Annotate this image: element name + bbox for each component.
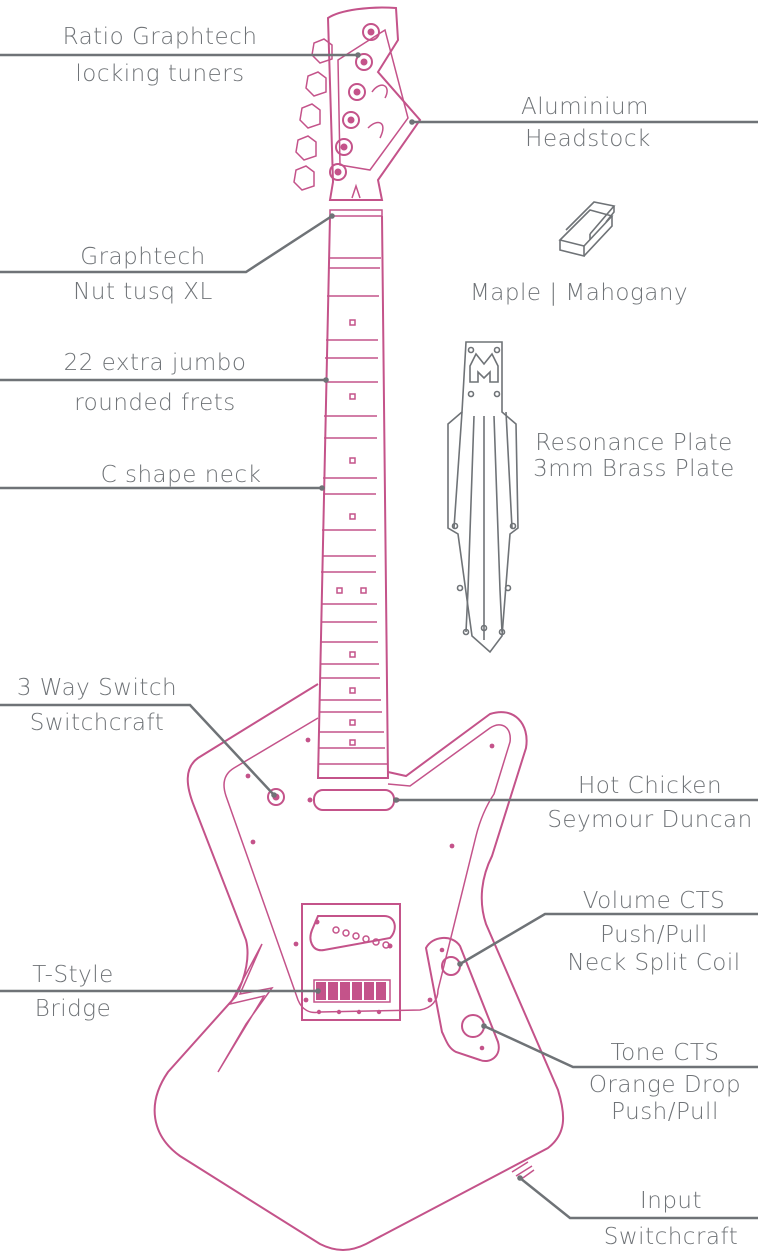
leader-lines	[0, 52, 758, 1220]
leader-tone	[483, 1024, 758, 1069]
guitar-illustration	[153, 6, 565, 1251]
switch-label-line1: 3 Way Switch	[17, 675, 177, 701]
resonance-label-line1: Resonance Plate	[535, 430, 733, 456]
neck	[316, 215, 390, 779]
nut	[329, 209, 383, 217]
wood-label: Maple | Mahogany	[470, 280, 688, 306]
leader-volume	[459, 912, 758, 966]
headstock-label-line2: Headstock	[525, 126, 651, 152]
bridge-label-line2: Bridge	[35, 996, 111, 1022]
bridge-assembly	[301, 903, 401, 1021]
tuner-pegs	[293, 38, 333, 191]
lightning-bolt-inlay	[217, 943, 274, 1073]
tone-label-line2: Orange Drop	[589, 1072, 741, 1098]
headstock	[326, 6, 422, 201]
wood-layers-icon	[558, 201, 616, 258]
pickguard	[223, 717, 511, 1014]
leader-input	[519, 1177, 758, 1220]
leader-switch	[0, 703, 275, 796]
input-label-line1: Input	[640, 1188, 702, 1214]
headstock-label-line1: Aluminium	[521, 94, 649, 120]
resonance-plate-icon	[447, 341, 519, 654]
tuner-bushings	[329, 23, 380, 181]
tone-label-line3: Push/Pull	[611, 1099, 719, 1125]
control-plate	[424, 937, 500, 1062]
leader-nut	[0, 214, 333, 274]
guitar-body	[153, 683, 565, 1251]
switch-label-line2: Switchcraft	[30, 710, 164, 736]
volume-label-line3: Neck Split Coil	[567, 950, 740, 976]
pickup-label-line2: Seymour Duncan	[547, 807, 752, 833]
input-label-line2: Switchcraft	[604, 1224, 738, 1250]
nut-label-line1: Graphtech	[80, 244, 205, 270]
tone-label-line1: Tone CTS	[611, 1040, 720, 1066]
tuners-label-line1: Ratio Graphtech	[63, 24, 258, 50]
resonance-label-line2: 3mm Brass Plate	[533, 456, 735, 482]
annotation-labels: Ratio Graphtech locking tuners Aluminium…	[17, 24, 752, 1250]
tuners-label-line2: locking tuners	[75, 61, 244, 87]
neck-label: C shape neck	[101, 462, 262, 488]
volume-label-line1: Volume CTS	[583, 888, 726, 914]
volume-label-line2: Push/Pull	[600, 922, 708, 948]
bridge-label-line1: T-Style	[32, 962, 114, 988]
nut-label-line2: Nut tusq XL	[73, 279, 213, 305]
frets-label-line1: 22 extra jumbo	[64, 350, 247, 376]
pickguard-screws	[245, 737, 495, 1003]
pickup-label-line1: Hot Chicken	[578, 773, 722, 799]
frets-label-line2: rounded frets	[74, 390, 236, 416]
neck-pickup	[307, 789, 400, 811]
